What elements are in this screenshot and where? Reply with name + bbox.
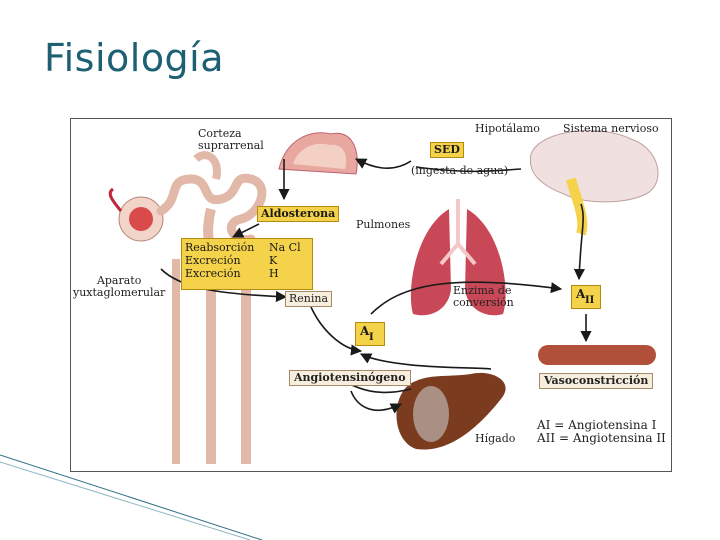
aparato-label: Aparato yuxtaglomerular bbox=[73, 274, 166, 299]
blood-vessel-illustration bbox=[538, 345, 656, 365]
adrenal-illustration bbox=[278, 132, 358, 175]
hipotalamo-label: Hipotálamo bbox=[475, 122, 540, 135]
aldosterona-box: Aldosterona bbox=[257, 206, 340, 222]
vasoconstriccion-box: Vasoconstricción bbox=[539, 373, 654, 389]
pulmones-label: Pulmones bbox=[356, 218, 411, 231]
ingesta-label: (ingesta de agua) bbox=[411, 164, 509, 177]
corteza-label: Corteza suprarrenal bbox=[198, 127, 264, 152]
renina-box: Renina bbox=[285, 291, 333, 307]
enzima-label: Enzima de conversión bbox=[453, 284, 514, 309]
sistema-nervioso-label: Sistema nervioso bbox=[563, 122, 659, 135]
angiotensinogeno-box: Angiotensinógeno bbox=[289, 370, 411, 386]
brain-illustration bbox=[529, 130, 659, 236]
sed-box: SED bbox=[430, 142, 464, 158]
legend: AI = Angiotensina I AII = Angiotensina I… bbox=[537, 418, 666, 445]
nephron-illustration bbox=[108, 151, 267, 464]
raas-diagram: Corteza suprarrenal Aldosterona Reabsorc… bbox=[70, 118, 672, 472]
lungs-illustration bbox=[410, 199, 506, 316]
liver-illustration bbox=[396, 372, 506, 450]
slide-title: Fisiología bbox=[44, 36, 225, 80]
higado-label: Hígado bbox=[475, 432, 516, 445]
